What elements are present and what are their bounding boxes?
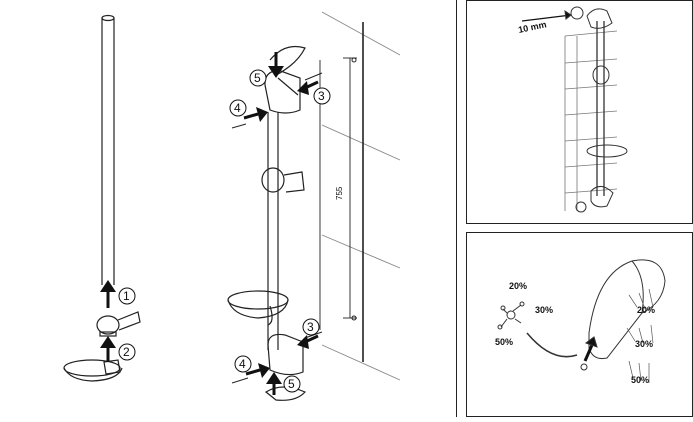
angle-head-a: 20% bbox=[637, 305, 655, 315]
shower-head bbox=[588, 259, 666, 359]
step-5-bottom-label: 5 bbox=[288, 377, 295, 391]
step-3-top-label: 3 bbox=[318, 89, 325, 103]
angle-left-b: 30% bbox=[535, 305, 553, 315]
arrow-step-5-top bbox=[268, 52, 284, 78]
arrow-step-3-bottom bbox=[297, 334, 319, 349]
arrow-step-2 bbox=[100, 336, 116, 362]
rail-holder-part bbox=[96, 311, 141, 337]
soap-dish-part bbox=[227, 290, 289, 326]
wall-mount-svg: 10 mm bbox=[517, 6, 628, 213]
arrow-step-5-bottom bbox=[266, 372, 282, 395]
rail-spacing-label: 755 bbox=[335, 186, 344, 200]
spray-svg: 20% 30% 50% 20% 30% 50% bbox=[495, 259, 666, 385]
spray-knob bbox=[497, 301, 525, 330]
step-2-label: 2 bbox=[123, 345, 130, 359]
step-4-top-label: 4 bbox=[234, 101, 241, 115]
assembly-svg: 1 2 5 4 3 3 4 5 755 bbox=[63, 11, 401, 401]
angle-left-c: 50% bbox=[495, 337, 513, 347]
spray-pattern bbox=[626, 288, 654, 383]
base-dish-part bbox=[63, 359, 123, 382]
screws bbox=[231, 57, 357, 384]
arrow-step-4-bottom bbox=[245, 363, 270, 378]
arrow-step-1 bbox=[100, 280, 116, 308]
angle-head-b: 30% bbox=[635, 339, 653, 349]
spray-panel: 20% 30% 50% 20% 30% 50% bbox=[466, 232, 693, 417]
middle-slider-part bbox=[261, 167, 305, 193]
angle-left-a: 20% bbox=[509, 281, 527, 291]
step-3-bottom-label: 3 bbox=[307, 320, 314, 334]
step-5-top-label: 5 bbox=[254, 71, 261, 85]
divider bbox=[456, 0, 457, 417]
curved-arrow bbox=[526, 332, 578, 358]
step-1-label: 1 bbox=[123, 289, 130, 303]
step-4-bottom-label: 4 bbox=[239, 357, 246, 371]
assembled-rail bbox=[267, 112, 279, 350]
wall-mount-panel: 10 mm bbox=[466, 0, 693, 224]
wall-offset-label: 10 mm bbox=[517, 19, 547, 35]
assembly-diagram: 1 2 5 4 3 3 4 5 755 bbox=[63, 11, 401, 401]
wall-tiles bbox=[321, 11, 401, 381]
bottom-bracket-part bbox=[264, 333, 307, 401]
tile-grid bbox=[564, 30, 618, 211]
dimension-line bbox=[319, 57, 357, 330]
angle-head-c: 50% bbox=[631, 375, 649, 385]
arrow-step-3-top bbox=[297, 80, 319, 95]
top-bracket-part bbox=[264, 45, 306, 114]
arrow-step-4-top bbox=[243, 107, 268, 122]
shower-rail-part bbox=[101, 14, 115, 285]
